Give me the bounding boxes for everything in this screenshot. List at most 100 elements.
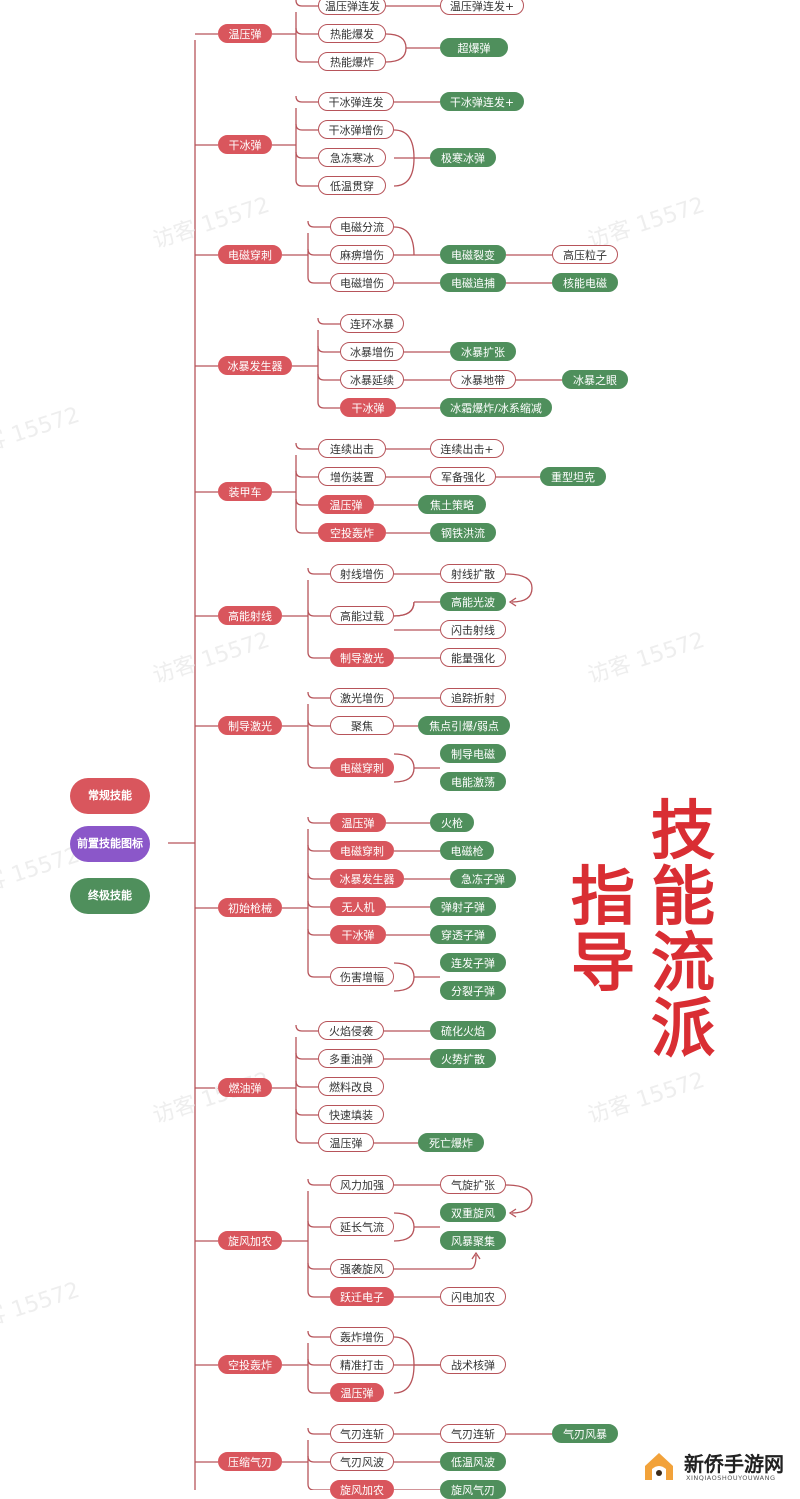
skill-ultimate[interactable]: 低温风波 <box>440 1452 506 1471</box>
skill-ultimate[interactable]: 连发子弹 <box>440 953 506 972</box>
skill-node[interactable]: 热能爆炸 <box>318 52 386 71</box>
skill-root[interactable]: 空投轰炸 <box>218 1355 282 1374</box>
skill-ultimate[interactable]: 核能电磁 <box>552 273 618 292</box>
skill-ultimate[interactable]: 重型坦克 <box>540 467 606 486</box>
skill-node[interactable]: 跃迁电子 <box>330 1287 394 1306</box>
skill-ultimate[interactable]: 钢铁洪流 <box>430 523 496 542</box>
skill-node[interactable]: 电磁分流 <box>330 217 394 236</box>
skill-root[interactable]: 冰暴发生器 <box>218 356 292 375</box>
skill-ultimate[interactable]: 电能激荡 <box>440 772 506 791</box>
skill-node[interactable]: 射线增伤 <box>330 564 394 583</box>
skill-node[interactable]: 闪电加农 <box>440 1287 506 1306</box>
skill-ultimate[interactable]: 电磁追捕 <box>440 273 506 292</box>
skill-node[interactable]: 温压弹连发+ <box>440 0 524 15</box>
skill-node[interactable]: 干冰弹连发 <box>318 92 394 111</box>
skill-node[interactable]: 能量强化 <box>440 648 506 667</box>
skill-ultimate[interactable]: 电磁裂变 <box>440 245 506 264</box>
skill-root[interactable]: 初始枪械 <box>218 898 282 917</box>
skill-node[interactable]: 连续出击+ <box>430 439 504 458</box>
skill-node[interactable]: 干冰弹增伤 <box>318 120 394 139</box>
skill-ultimate[interactable]: 分裂子弹 <box>440 981 506 1000</box>
skill-ultimate[interactable]: 焦点引爆/弱点 <box>418 716 510 735</box>
skill-node[interactable]: 气刃连斩 <box>330 1424 394 1443</box>
skill-node[interactable]: 电磁增伤 <box>330 273 394 292</box>
skill-ultimate[interactable]: 焦土策略 <box>418 495 486 514</box>
skill-root[interactable]: 燃油弹 <box>218 1078 272 1097</box>
skill-node[interactable]: 风力加强 <box>330 1175 394 1194</box>
skill-ultimate[interactable]: 火枪 <box>430 813 474 832</box>
skill-node[interactable]: 射线扩散 <box>440 564 506 583</box>
skill-node[interactable]: 空投轰炸 <box>318 523 386 542</box>
skill-node[interactable]: 延长气流 <box>330 1217 394 1236</box>
skill-ultimate[interactable]: 弹射子弹 <box>430 897 496 916</box>
skill-ultimate[interactable]: 死亡爆炸 <box>418 1133 484 1152</box>
skill-ultimate[interactable]: 风暴聚集 <box>440 1231 506 1250</box>
skill-node[interactable]: 追踪折射 <box>440 688 506 707</box>
skill-node[interactable]: 干冰弹 <box>330 925 386 944</box>
skill-node[interactable]: 温压弹 <box>318 495 374 514</box>
skill-node[interactable]: 高压粒子 <box>552 245 618 264</box>
skill-ultimate[interactable]: 冰暴之眼 <box>562 370 628 389</box>
skill-ultimate[interactable]: 穿透子弹 <box>430 925 496 944</box>
skill-node[interactable]: 多重油弹 <box>318 1049 384 1068</box>
skill-ultimate[interactable]: 双重旋风 <box>440 1203 506 1222</box>
skill-node[interactable]: 气旋扩张 <box>440 1175 506 1194</box>
skill-node[interactable]: 冰暴增伤 <box>340 342 404 361</box>
skill-node[interactable]: 火焰侵袭 <box>318 1021 384 1040</box>
skill-root[interactable]: 干冰弹 <box>218 135 272 154</box>
skill-ultimate[interactable]: 硫化火焰 <box>430 1021 496 1040</box>
skill-ultimate[interactable]: 火势扩散 <box>430 1049 496 1068</box>
skill-node[interactable]: 急冻寒冰 <box>318 148 386 167</box>
site-logo[interactable]: 新侨手游网 XINQIAOSHOUYOUWANG <box>640 1446 796 1488</box>
skill-node[interactable]: 激光增伤 <box>330 688 394 707</box>
skill-node[interactable]: 冰暴发生器 <box>330 869 404 888</box>
skill-node[interactable]: 轰炸增伤 <box>330 1327 394 1346</box>
skill-root[interactable]: 旋风加农 <box>218 1231 282 1250</box>
skill-node[interactable]: 冰暴延续 <box>340 370 404 389</box>
skill-node[interactable]: 强袭旋风 <box>330 1259 394 1278</box>
skill-node[interactable]: 伤害增幅 <box>330 967 394 986</box>
skill-node[interactable]: 电磁穿刺 <box>330 758 394 777</box>
skill-node[interactable]: 连环冰暴 <box>340 314 404 333</box>
skill-node[interactable]: 闪击射线 <box>440 620 506 639</box>
skill-node[interactable]: 低温贯穿 <box>318 176 386 195</box>
skill-ultimate[interactable]: 急冻子弹 <box>450 869 516 888</box>
skill-node[interactable]: 高能过载 <box>330 606 394 625</box>
skill-root[interactable]: 温压弹 <box>218 24 272 43</box>
skill-node[interactable]: 燃料改良 <box>318 1077 384 1096</box>
skill-ultimate[interactable]: 干冰弹连发+ <box>440 92 524 111</box>
skill-node[interactable]: 麻痹增伤 <box>330 245 394 264</box>
skill-node[interactable]: 聚焦 <box>330 716 394 735</box>
skill-node[interactable]: 冰暴地带 <box>450 370 516 389</box>
skill-root[interactable]: 制导激光 <box>218 716 282 735</box>
skill-root[interactable]: 电磁穿刺 <box>218 245 282 264</box>
skill-node[interactable]: 气刃风波 <box>330 1452 394 1471</box>
skill-root[interactable]: 装甲车 <box>218 482 272 501</box>
skill-node[interactable]: 温压弹 <box>318 1133 374 1152</box>
skill-node[interactable]: 温压弹 <box>330 813 386 832</box>
skill-node[interactable]: 电磁穿刺 <box>330 841 394 860</box>
skill-node[interactable]: 精准打击 <box>330 1355 394 1374</box>
skill-ultimate[interactable]: 冰霜爆炸/冰系缩减 <box>440 398 552 417</box>
skill-node[interactable]: 战术核弹 <box>440 1355 506 1374</box>
skill-node[interactable]: 温压弹连发 <box>318 0 386 15</box>
skill-ultimate[interactable]: 极寒冰弹 <box>430 148 496 167</box>
skill-node[interactable]: 无人机 <box>330 897 386 916</box>
skill-root[interactable]: 压缩气刃 <box>218 1452 282 1471</box>
skill-node[interactable]: 连续出击 <box>318 439 386 458</box>
skill-node[interactable]: 快速填装 <box>318 1105 384 1124</box>
skill-node[interactable]: 干冰弹 <box>340 398 396 417</box>
skill-ultimate[interactable]: 高能光波 <box>440 592 506 611</box>
skill-node[interactable]: 热能爆发 <box>318 24 386 43</box>
skill-node[interactable]: 增伤装置 <box>318 467 386 486</box>
skill-node[interactable]: 军备强化 <box>430 467 496 486</box>
skill-node[interactable]: 气刃连斩 <box>440 1424 506 1443</box>
skill-ultimate[interactable]: 制导电磁 <box>440 744 506 763</box>
skill-ultimate[interactable]: 电磁枪 <box>440 841 494 860</box>
skill-node[interactable]: 温压弹 <box>330 1383 384 1402</box>
skill-ultimate[interactable]: 气刃风暴 <box>552 1424 618 1443</box>
skill-root[interactable]: 高能射线 <box>218 606 282 625</box>
skill-ultimate[interactable]: 冰暴扩张 <box>450 342 516 361</box>
skill-ultimate[interactable]: 超爆弹 <box>440 38 508 57</box>
skill-node[interactable]: 制导激光 <box>330 648 394 667</box>
